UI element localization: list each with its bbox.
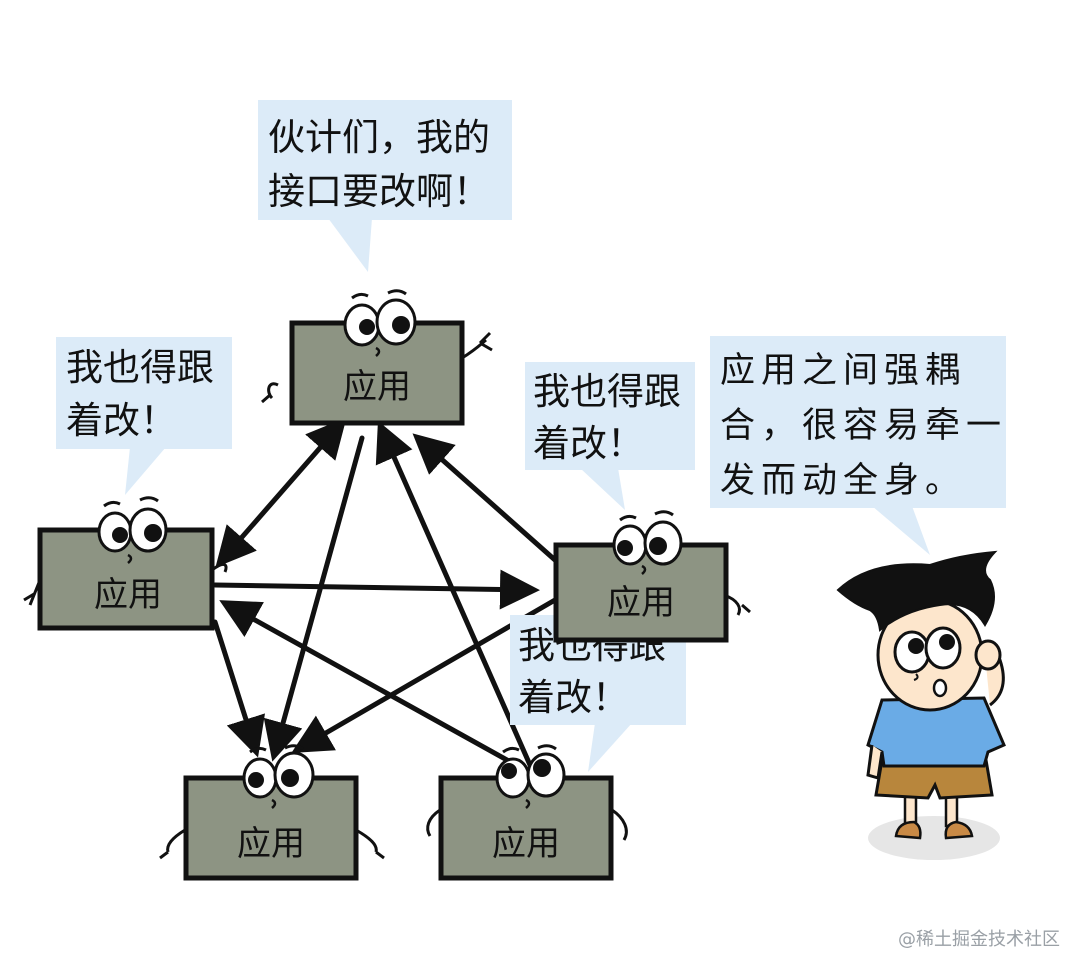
arrow-top-right bbox=[412, 433, 558, 563]
top-bubble-line-2: 接口要改啊！ bbox=[268, 170, 490, 213]
right-speech-bubble: 我也得跟 着改！ bbox=[525, 362, 695, 510]
left-bubble-line-2: 着改！ bbox=[66, 399, 177, 442]
app-arm-left bbox=[159, 828, 186, 860]
app-box-top: 应用 bbox=[261, 289, 493, 426]
app-arm-left bbox=[426, 808, 441, 837]
app-arm-right bbox=[611, 808, 628, 841]
app-box-right: 应用 bbox=[553, 510, 751, 643]
app-eyes bbox=[97, 496, 168, 564]
speech-bubbles: 伙计们，我的 接口要改啊！ 我也得跟 着改！ 我也得跟 着改！ 我也得跟 着改！ bbox=[56, 100, 1007, 772]
arrow-top-left bbox=[215, 417, 347, 568]
person-speech-bubble: 应用之间强耦 合，很容易牵一 发而动全身。 bbox=[710, 336, 1007, 555]
app-label-left: 应用 bbox=[94, 575, 162, 615]
arrow-left-bottomright bbox=[219, 600, 528, 773]
person-bubble-line-1: 应用之间强耦 bbox=[720, 351, 966, 391]
app-eyes bbox=[495, 744, 566, 809]
left-bubble-line-1: 我也得跟 bbox=[66, 346, 214, 389]
person-character bbox=[836, 550, 1006, 860]
watermark-text: @稀土掘金技术社区 bbox=[898, 929, 1060, 950]
top-speech-bubble: 伙计们，我的 接口要改啊！ bbox=[258, 100, 512, 272]
app-arm-left bbox=[261, 382, 279, 404]
app-box-bottom-right: 应用 bbox=[426, 744, 628, 881]
app-label-bottom-left: 应用 bbox=[237, 824, 305, 864]
person-hair bbox=[836, 550, 998, 632]
arrow-top-bottomright bbox=[375, 420, 533, 768]
app-eyes bbox=[242, 744, 315, 809]
arrow-top-bottomleft bbox=[263, 435, 365, 762]
app-label-bottom-right: 应用 bbox=[492, 824, 560, 864]
app-arm-right bbox=[461, 331, 493, 360]
app-box-bottom-left: 应用 bbox=[159, 744, 385, 881]
app-arm-right bbox=[211, 562, 228, 573]
person-shadow bbox=[868, 816, 1000, 860]
left-shoe bbox=[894, 820, 922, 840]
person-shorts bbox=[874, 758, 994, 800]
app-eyes bbox=[343, 289, 417, 357]
top-bubble-line-1: 伙计们，我的 bbox=[268, 116, 490, 159]
right-bubble-line-2: 着改！ bbox=[533, 422, 644, 465]
bottom-bubble-line-2: 着改！ bbox=[518, 676, 629, 719]
right-shoe bbox=[944, 820, 974, 840]
arrow-left-right bbox=[212, 569, 540, 610]
person-bubble-line-3: 发而动全身。 bbox=[720, 461, 966, 501]
app-label-right: 应用 bbox=[607, 583, 675, 623]
person-bubble-line-2: 合，很容易牵一 bbox=[720, 406, 1007, 446]
app-box-left: 应用 bbox=[23, 496, 228, 631]
arrow-left-bottomleft bbox=[212, 619, 265, 758]
app-eyes bbox=[612, 510, 683, 575]
right-bubble-line-1: 我也得跟 bbox=[533, 370, 681, 413]
left-speech-bubble: 我也得跟 着改！ bbox=[56, 337, 232, 495]
app-arm-right bbox=[355, 828, 385, 860]
coupling-arrows bbox=[212, 417, 558, 773]
person-mouth bbox=[932, 678, 948, 698]
app-label-top: 应用 bbox=[343, 367, 411, 407]
